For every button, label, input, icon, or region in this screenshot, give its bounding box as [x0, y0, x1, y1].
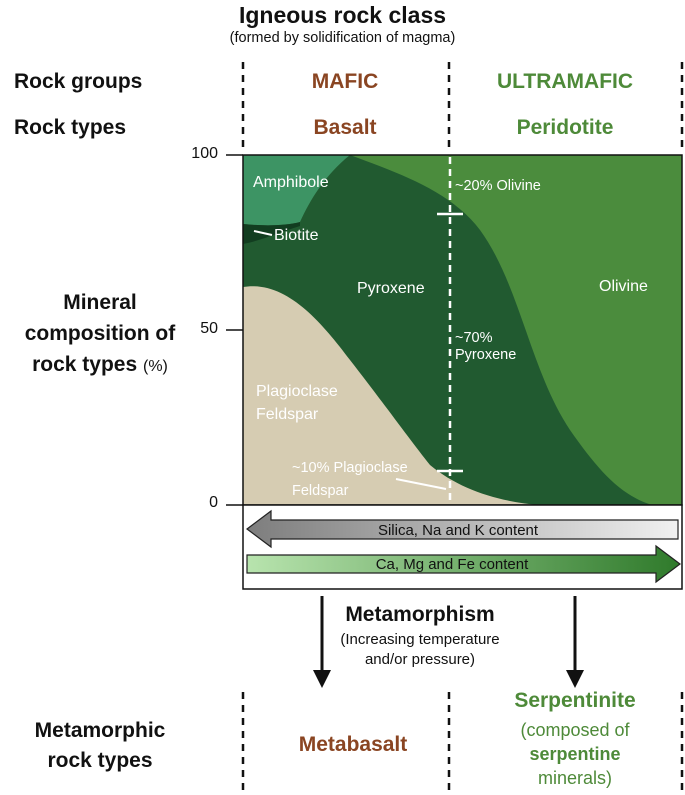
y-axis-label-line-3: rock types — [32, 353, 138, 376]
y-axis-label: Mineral composition of rock types (%) — [0, 287, 200, 382]
plagioclase-annotation-1: ~10% Plagioclase — [292, 460, 408, 476]
metamorphism-subtitle-line-2: and/or pressure) — [364, 651, 476, 668]
tick-100: 100 — [191, 145, 218, 162]
left-down-arrow-head — [313, 670, 331, 688]
metamorphism-title: Metamorphism — [345, 603, 495, 626]
olivine-annotation: ~20% Olivine — [455, 178, 541, 194]
pyroxene-annotation-2: Pyroxene — [455, 347, 516, 363]
serpentinite-note-line-1: (composed of — [520, 720, 630, 740]
basalt-type: Basalt — [313, 116, 377, 139]
plagioclase-region — [243, 286, 540, 505]
plagioclase-label-1: Plagioclase — [256, 383, 338, 400]
plagioclase-label-2: Feldspar — [256, 406, 319, 423]
ultramafic-group: ULTRAMAFIC — [496, 70, 634, 93]
serpentinite-label: Serpentinite — [514, 689, 636, 712]
serpentinite-note-line-3: minerals) — [537, 768, 612, 788]
y-axis-unit: (%) — [143, 358, 168, 375]
rock-types-label: Rock types — [14, 116, 127, 139]
y-axis-label-line-1: Mineral — [63, 291, 137, 314]
amphibole-label: Amphibole — [253, 174, 329, 191]
metamorphism-subtitle-line-1: (Increasing temperature — [340, 631, 500, 648]
serpentinite-note: (composed of serpentine minerals) — [470, 718, 680, 790]
olivine-label: Olivine — [599, 278, 648, 295]
tick-0: 0 — [209, 494, 218, 511]
metamorphic-rock-types-label: Metamorphic rock types — [0, 716, 200, 776]
silica-arrow — [246, 509, 679, 549]
biotite-band — [243, 222, 300, 244]
camgfe-arrow — [246, 544, 681, 584]
biotite-label: Biotite — [274, 227, 319, 244]
camgfe-arrow-label: Ca, Mg and Fe content — [376, 556, 529, 573]
silica-arrow-label: Silica, Na and K content — [378, 522, 539, 539]
y-axis-label-line-2: composition of — [24, 322, 176, 345]
diagram-subtitle: (formed by solidification of magma) — [229, 30, 456, 46]
tick-50: 50 — [200, 320, 218, 337]
rock-groups-label: Rock groups — [14, 70, 143, 93]
mafic-group: MAFIC — [311, 70, 379, 93]
right-down-arrow-head — [566, 670, 584, 688]
serpentinite-note-line-2: serpentine — [529, 744, 621, 764]
metamorphic-label-line-1: Metamorphic — [34, 719, 166, 742]
pyroxene-annotation-1: ~70% — [455, 330, 493, 346]
metamorphism-subtitle: (Increasing temperature and/or pressure) — [290, 630, 550, 670]
plagioclase-annotation-2: Feldspar — [292, 483, 349, 499]
content-arrow-panel — [242, 504, 683, 590]
biotite-pointer — [253, 230, 273, 236]
metamorphic-label-line-2: rock types — [47, 749, 153, 772]
pyroxene-label: Pyroxene — [357, 280, 425, 297]
peridotite-type: Peridotite — [516, 116, 614, 139]
amphibole-region — [243, 155, 350, 226]
diagram-title: Igneous rock class — [238, 2, 447, 28]
plagioclase-pointer — [395, 478, 447, 490]
metabasalt-label: Metabasalt — [298, 733, 408, 756]
